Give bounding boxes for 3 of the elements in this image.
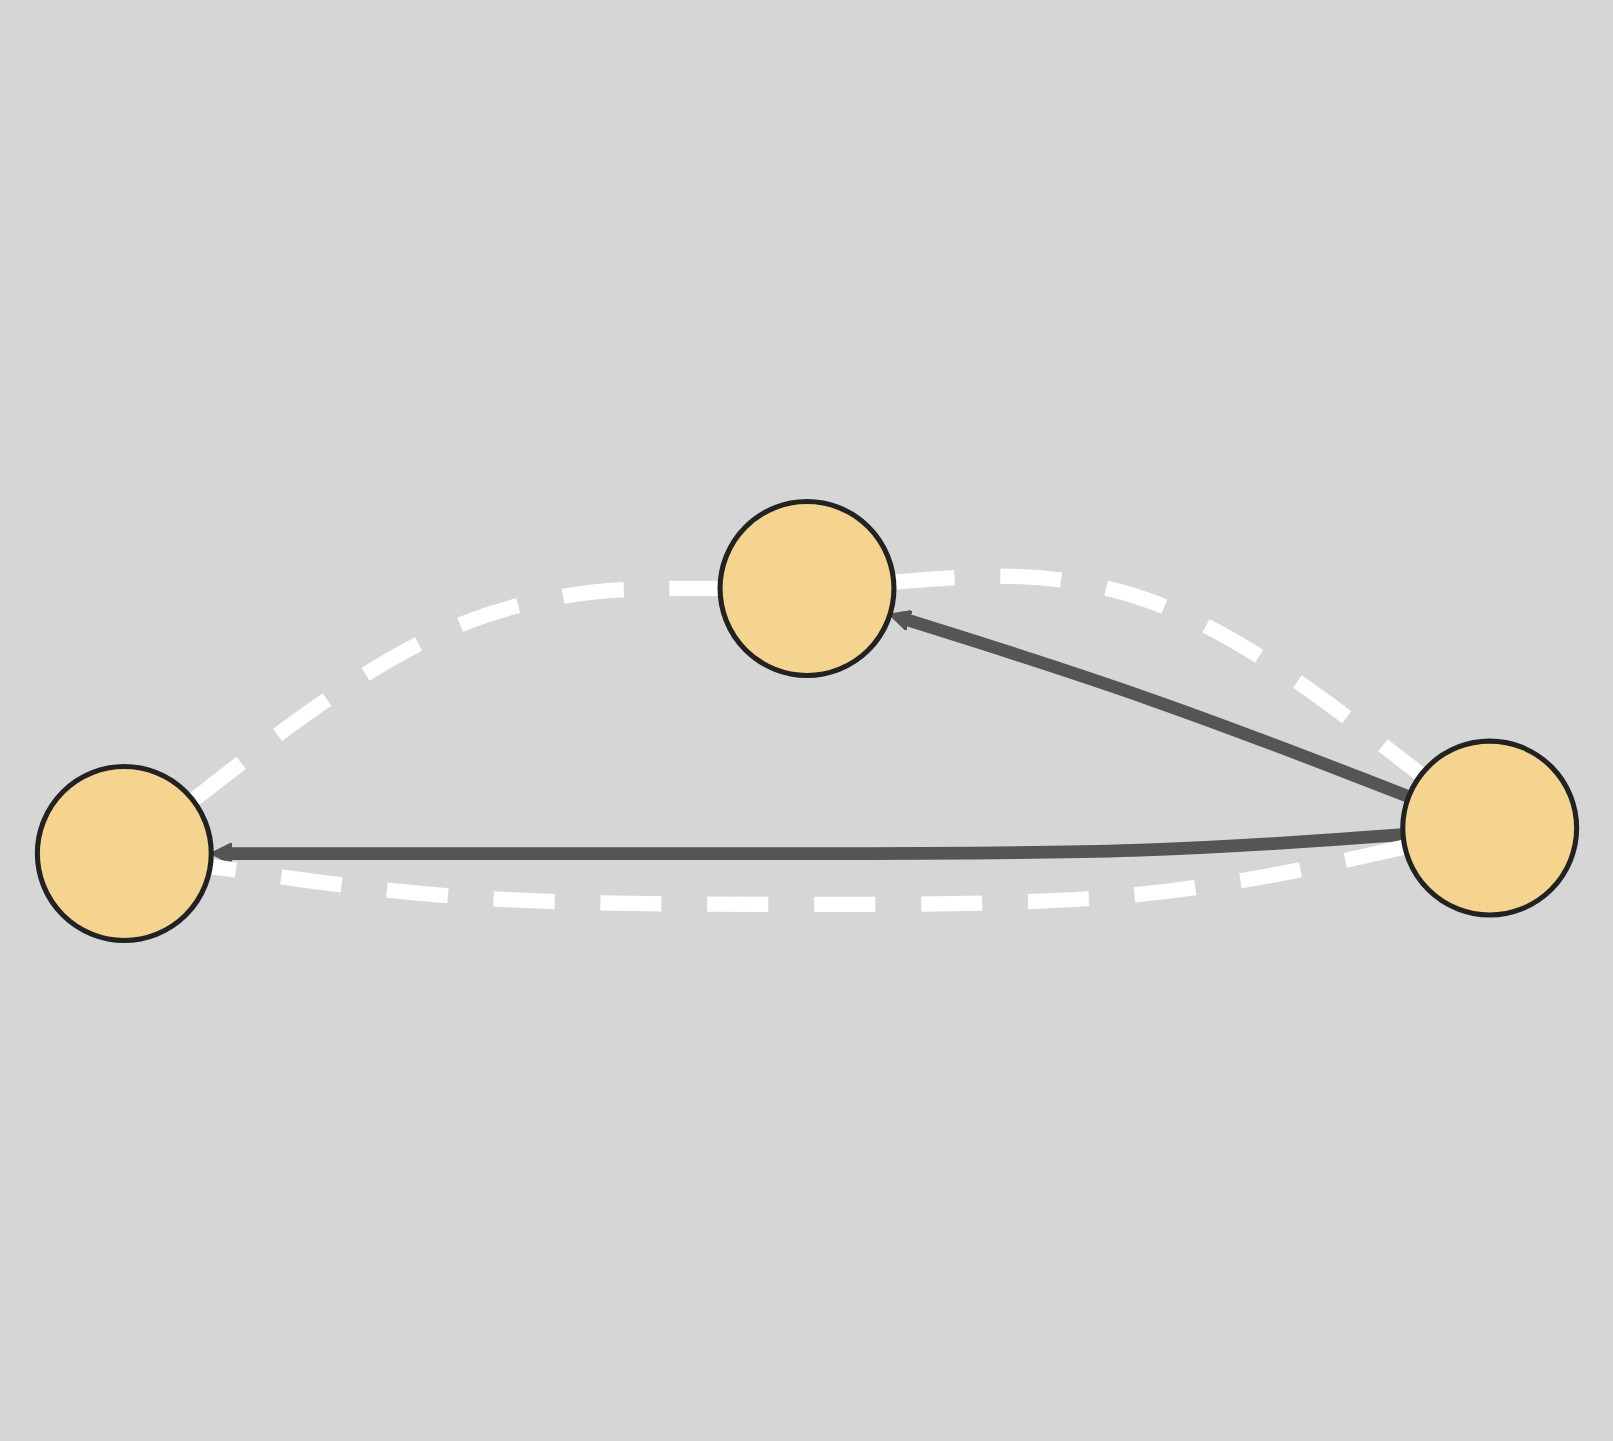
node-circle bbox=[1399, 738, 1579, 918]
node-circle bbox=[34, 763, 214, 943]
node-circle bbox=[717, 498, 896, 678]
